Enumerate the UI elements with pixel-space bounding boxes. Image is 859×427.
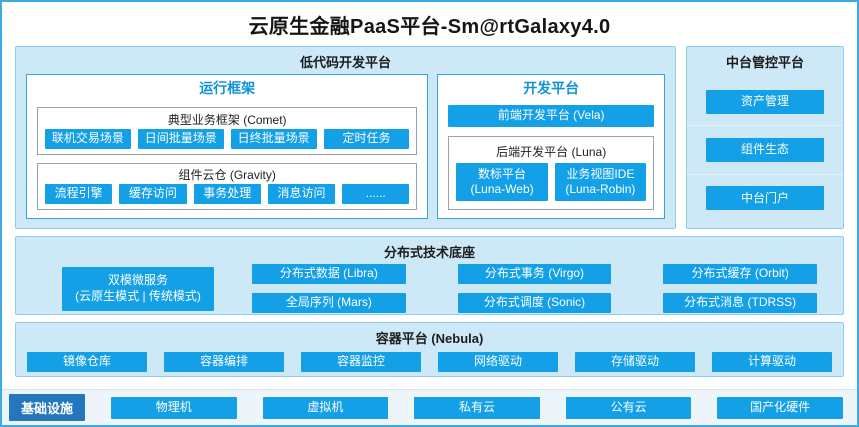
container-item: 镜像仓库: [27, 352, 147, 372]
midplatform-cell: 中台门户: [687, 173, 843, 222]
gravity-title: 组件云仓 (Gravity): [178, 168, 276, 183]
infrastructure-item: 虚拟机: [262, 396, 389, 419]
comet-item: 日终批量场景: [230, 128, 317, 149]
midplatform-item: 中台门户: [706, 186, 824, 211]
infrastructure-label: 基础设施: [9, 394, 86, 421]
midplatform-cell: 组件生态: [687, 125, 843, 173]
container-item: 容器编排: [164, 352, 284, 372]
dev-platform-panel: 开发平台 前端开发平台 (Vela) 后端开发平台 (Luna) 数标平台 (L…: [437, 74, 665, 219]
dual-mode-microservice-box: 双模微服务 (云原生模式 | 传统模式): [62, 266, 214, 311]
distributed-base-body: 双模微服务 (云原生模式 | 传统模式) 分布式数据 (Libra) 分布式事务…: [16, 264, 843, 321]
distributed-service: 分布式缓存 (Orbit): [663, 264, 817, 284]
container-platform-panel: 容器平台 (Nebula) 镜像仓库 容器编排 容器监控 网络驱动 存储驱动 计…: [15, 322, 844, 377]
infrastructure-item: 私有云: [414, 396, 540, 419]
luna-items-row: 数标平台 (Luna-Web) 业务视图IDE (Luna-Robin): [456, 163, 647, 202]
diagram-content: 低代码开发平台 运行框架 典型业务框架 (Comet) 联机交易场景 日间批量场…: [2, 44, 857, 377]
midplatform-panel: 中台管控平台 资产管理 组件生态 中台门户: [686, 46, 844, 229]
lowcode-platform-panel: 低代码开发平台 运行框架 典型业务框架 (Comet) 联机交易场景 日间批量场…: [15, 46, 676, 229]
distributed-base-title: 分布式技术底座: [383, 245, 475, 260]
luna-item: 业务视图IDE (Luna-Robin): [554, 163, 647, 202]
luna-item: 数标平台 (Luna-Web): [456, 163, 548, 202]
midplatform-item: 组件生态: [706, 137, 824, 162]
infrastructure-item: 物理机: [111, 396, 237, 419]
infrastructure-item: 公有云: [565, 396, 692, 419]
midplatform-items: 资产管理 组件生态 中台门户: [687, 74, 843, 228]
comet-item: 定时任务: [323, 128, 410, 149]
midplatform-title: 中台管控平台: [725, 55, 804, 70]
luna-box: 后端开发平台 (Luna) 数标平台 (Luna-Web) 业务视图IDE (L…: [448, 136, 654, 210]
luna-title: 后端开发平台 (Luna): [496, 144, 607, 159]
comet-items-row: 联机交易场景 日间批量场景 日终批量场景 定时任务: [45, 128, 410, 149]
gravity-item: 事务处理: [193, 184, 261, 205]
infrastructure-bar: 基础设施 物理机 虚拟机 私有云 公有云 国产化硬件: [2, 389, 857, 425]
container-platform-items: 镜像仓库 容器编排 容器监控 网络驱动 存储驱动 计算驱动: [16, 350, 843, 381]
gravity-items-row: 流程引擎 缓存访问 事务处理 消息访问 ......: [45, 184, 410, 205]
comet-box: 典型业务框架 (Comet) 联机交易场景 日间批量场景 日终批量场景 定时任务: [37, 107, 418, 155]
infrastructure-item: 国产化硬件: [717, 396, 843, 419]
comet-title: 典型业务框架 (Comet): [167, 112, 287, 127]
gravity-item: 消息访问: [267, 184, 336, 205]
gravity-item: 流程引擎: [45, 184, 113, 205]
runtime-framework-title: 运行框架: [199, 80, 256, 96]
distributed-service: 全局序列 (Mars): [252, 293, 406, 313]
container-item: 计算驱动: [712, 352, 832, 372]
top-row: 低代码开发平台 运行框架 典型业务框架 (Comet) 联机交易场景 日间批量场…: [15, 46, 844, 229]
container-item: 存储驱动: [575, 352, 695, 372]
lowcode-platform-body: 运行框架 典型业务框架 (Comet) 联机交易场景 日间批量场景 日终批量场景…: [16, 74, 675, 228]
page-title: 云原生金融PaaS平台-Sm@rtGalaxy4.0: [248, 16, 611, 38]
lowcode-platform-title: 低代码开发平台: [299, 55, 391, 70]
gravity-item: ......: [342, 184, 410, 205]
distributed-services-grid: 分布式数据 (Libra) 分布式事务 (Virgo) 分布式缓存 (Orbit…: [252, 264, 817, 313]
vela-frontend-platform: 前端开发平台 (Vela): [448, 105, 654, 127]
container-item: 容器监控: [301, 352, 421, 372]
container-item: 网络驱动: [438, 352, 558, 372]
dev-platform-title: 开发平台: [523, 80, 580, 96]
distributed-service: 分布式消息 (TDRSS): [663, 293, 817, 313]
midplatform-item: 资产管理: [706, 89, 824, 114]
distributed-service: 分布式事务 (Virgo): [457, 264, 612, 284]
container-platform-title: 容器平台 (Nebula): [375, 331, 484, 346]
midplatform-cell: 资产管理: [687, 78, 843, 125]
distributed-service: 分布式数据 (Libra): [252, 264, 406, 284]
gravity-item: 缓存访问: [119, 184, 187, 205]
distributed-service: 分布式调度 (Sonic): [457, 293, 612, 313]
comet-item: 日间批量场景: [137, 128, 224, 149]
runtime-framework-panel: 运行框架 典型业务框架 (Comet) 联机交易场景 日间批量场景 日终批量场景…: [26, 74, 429, 219]
distributed-base-panel: 分布式技术底座 双模微服务 (云原生模式 | 传统模式) 分布式数据 (Libr…: [15, 236, 844, 315]
gravity-box: 组件云仓 (Gravity) 流程引擎 缓存访问 事务处理 消息访问 .....…: [37, 162, 418, 210]
comet-item: 联机交易场景: [45, 128, 131, 149]
